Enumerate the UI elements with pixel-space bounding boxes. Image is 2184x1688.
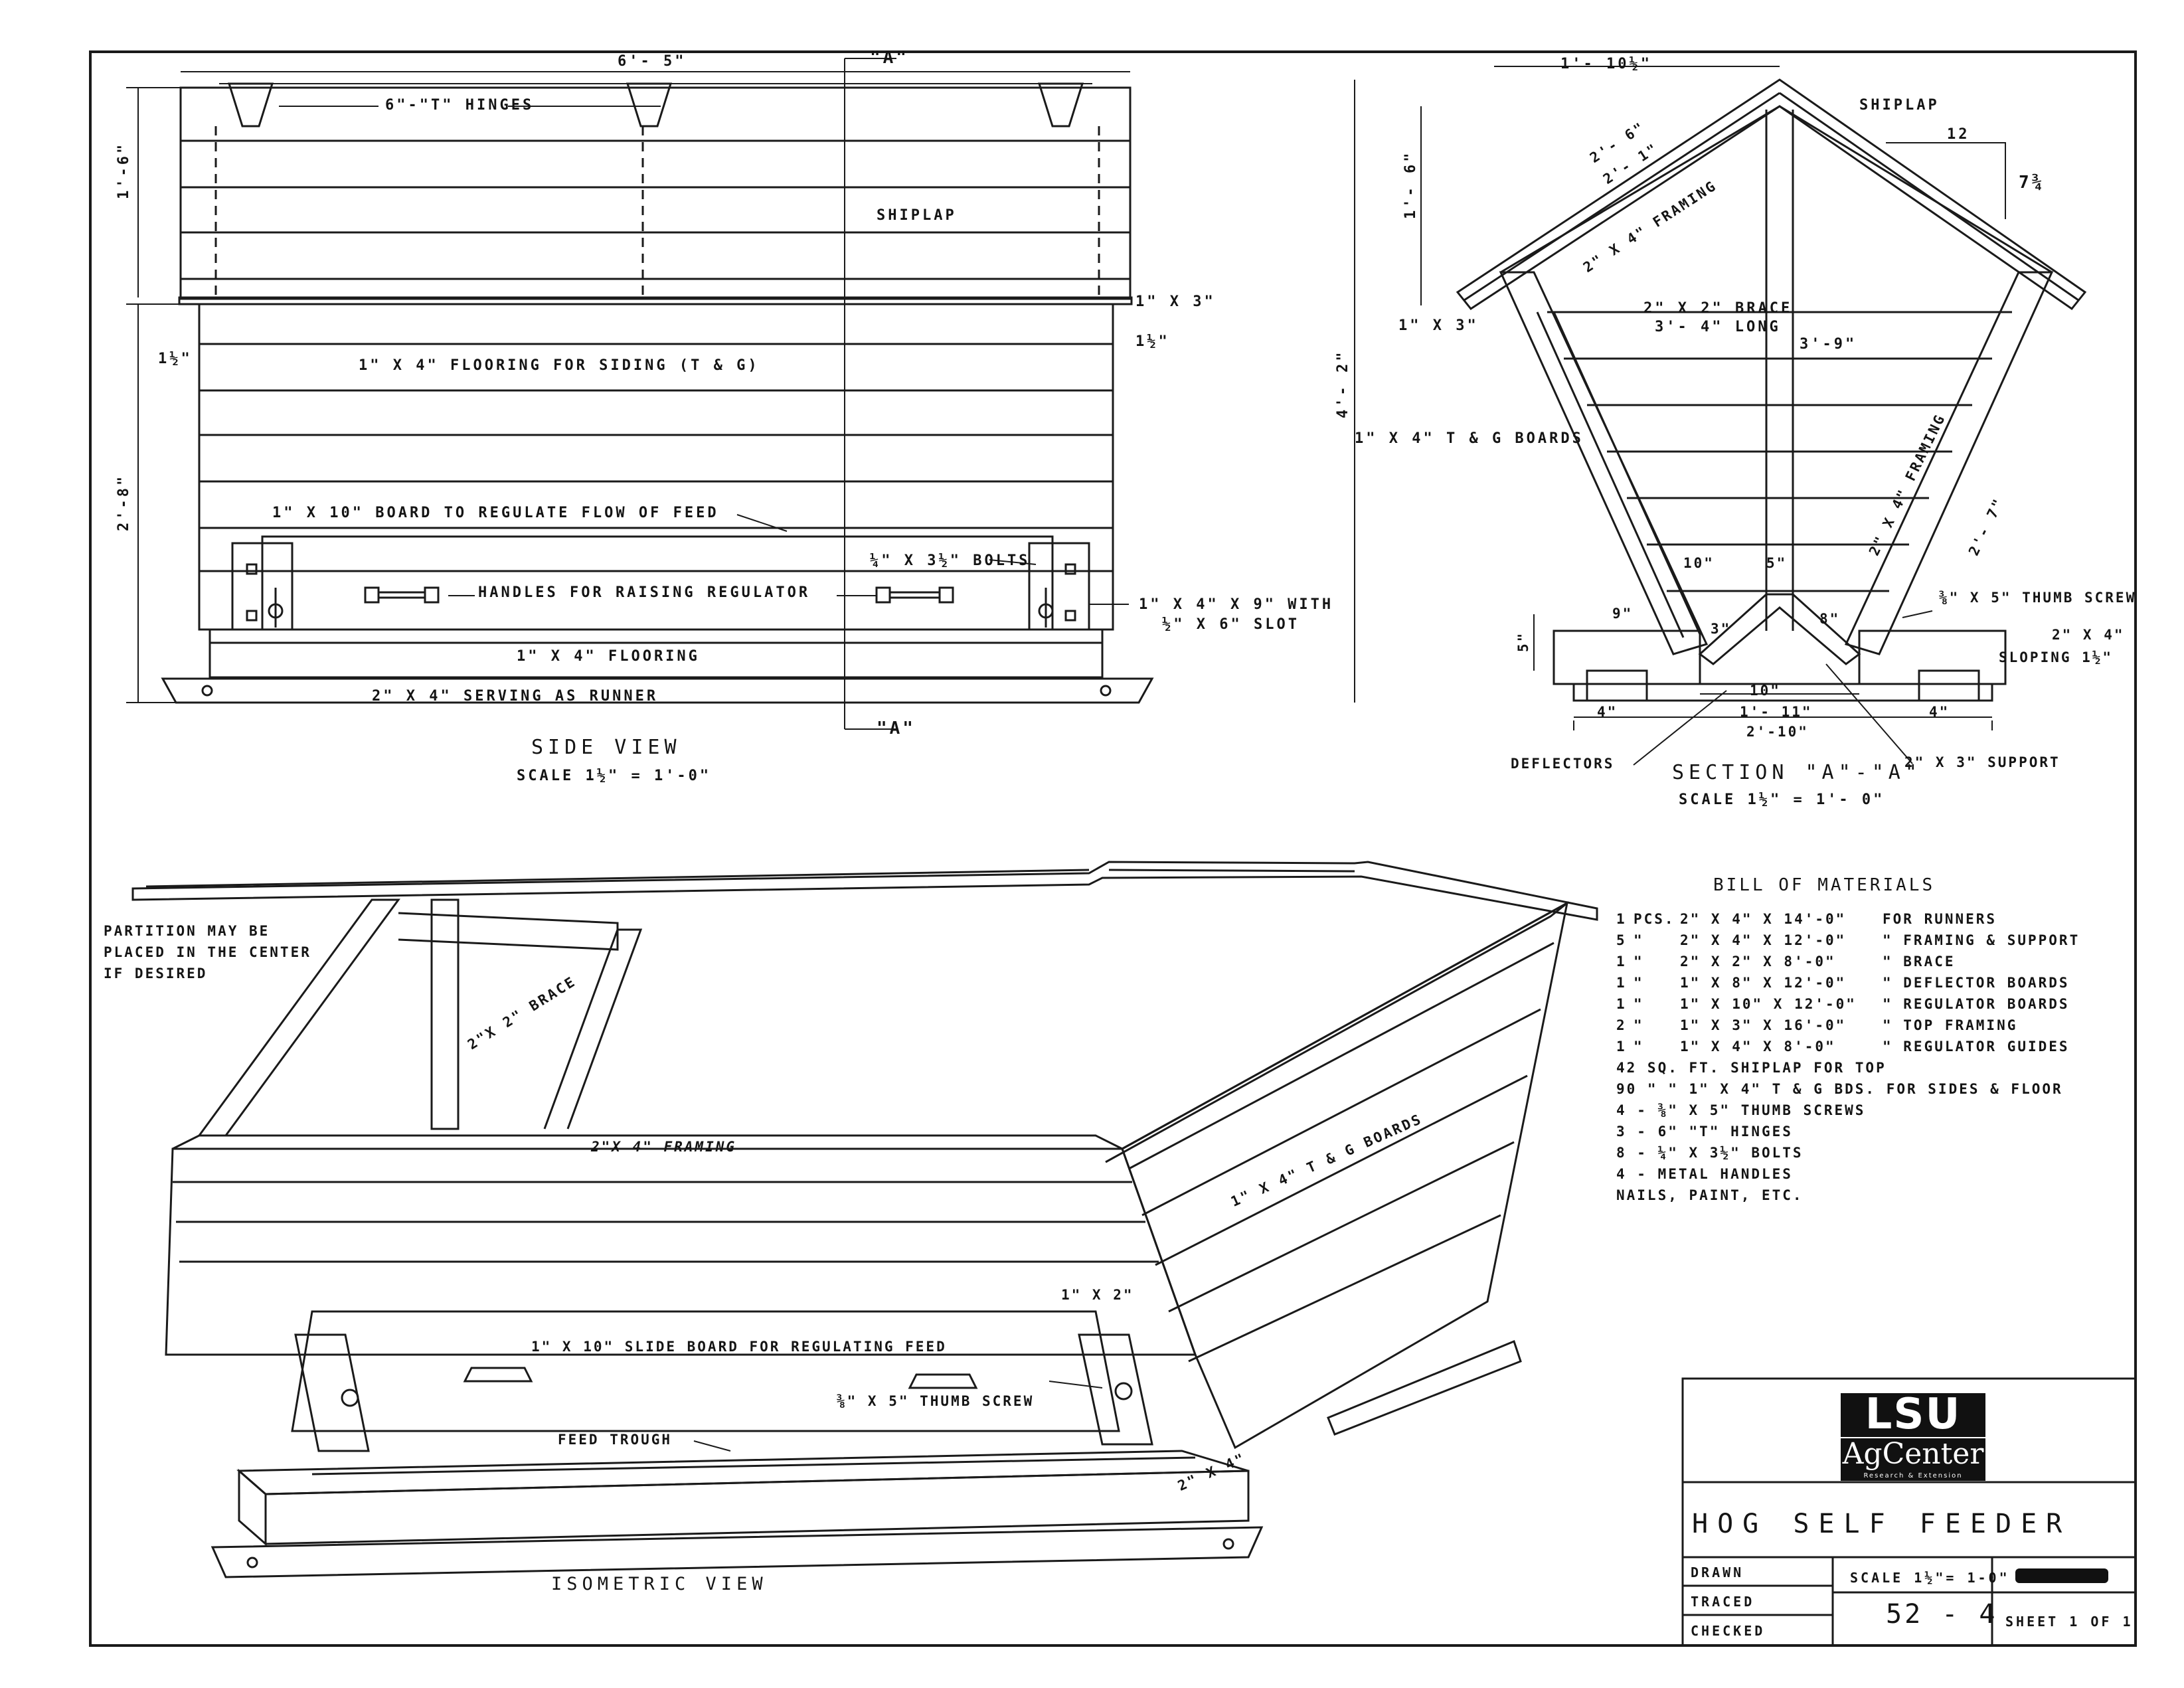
iso-framing-label: 2"X 4" FRAMING <box>591 1139 737 1155</box>
sec-slope-rise: 7¾ <box>2019 173 2045 193</box>
sec-dim-10-bottom: 10" <box>1750 683 1781 699</box>
iso-feed-trough: FEED TROUGH <box>558 1432 673 1448</box>
sec-brace-line1: 2" X 2" BRACE <box>1643 300 1793 317</box>
section-view-scale: SCALE 1½" = 1'- 0" <box>1679 792 1885 808</box>
sec-shiplap-label: SHIPLAP <box>1859 97 1940 114</box>
side-section-mark-bottom: "A" <box>877 718 916 738</box>
drawing-number: 52 - 4 <box>1886 1599 1998 1630</box>
sec-dim-8: 8" <box>1819 611 1841 627</box>
tb-checked: CHECKED <box>1691 1623 1766 1639</box>
sec-dim-5-left: 5" <box>1515 631 1531 652</box>
logo-research: Research & Extension <box>1841 1472 1985 1481</box>
drawing-title: HOG SELF FEEDER <box>1692 1509 2072 1539</box>
sec-dim-3: 3" <box>1711 621 1732 637</box>
bom-row: 2"1" X 3" X 16'-0"" TOP FRAMING <box>1616 1017 2018 1033</box>
side-dim-width: 6'- 5" <box>618 53 687 70</box>
section-view-drawing <box>1354 66 2087 766</box>
bom-extra: 42 SQ. FT. SHIPLAP FOR TOP <box>1616 1060 1887 1076</box>
sec-dim-total-height: 4'- 2" <box>1335 349 1351 418</box>
sec-support: 2" X 3" SUPPORT <box>1904 754 2060 770</box>
side-1x3-label: 1" X 3" <box>1135 294 1216 310</box>
sec-slope-run: 12 <box>1947 126 1970 143</box>
bom-extra: 90 " " 1" X 4" T & G BDS. FOR SIDES & FL… <box>1616 1081 2063 1097</box>
sec-trough-line1: 2" X 4" <box>2052 627 2125 643</box>
side-view-scale: SCALE 1½" = 1'-0" <box>517 768 712 784</box>
sec-1x3-label: 1" X 3" <box>1398 317 1479 334</box>
logo-agcenter: AgCenter <box>1841 1438 1985 1472</box>
bom-extra: 4 - ⅜" X 5" THUMB SCREWS <box>1616 1102 1866 1118</box>
bom-row: 5"2" X 4" X 12'-0"" FRAMING & SUPPORT <box>1616 932 2080 948</box>
sec-dim-9: 9" <box>1612 606 1634 622</box>
isometric-view-drawing <box>131 861 1598 1578</box>
sec-dim-2-10: 2'-10" <box>1746 724 1809 740</box>
bom-row: 1"1" X 8" X 12'-0"" DEFLECTOR BOARDS <box>1616 975 2070 991</box>
side-one-half-right: 1½" <box>1135 333 1170 350</box>
side-dim-lower-height: 2'-8" <box>116 473 132 531</box>
sec-thumb-screw: ⅜" X 5" THUMB SCREW <box>1939 590 2137 606</box>
logo-lsu: LSU <box>1841 1393 1985 1437</box>
sec-dim-top: 1'- 10½" <box>1560 56 1652 72</box>
bom-title: BILL OF MATERIALS <box>1713 875 1936 895</box>
side-siding-label: 1" X 4" FLOORING FOR SIDING (T & G) <box>359 357 760 374</box>
side-slot-line2: ½" X 6" SLOT <box>1162 616 1300 633</box>
sec-brace-line2: 3'- 4" LONG <box>1655 319 1781 335</box>
bom-row: 1"1" X 4" X 8'-0"" REGULATOR GUIDES <box>1616 1039 2070 1055</box>
iso-view-title: ISOMETRIC VIEW <box>551 1574 768 1594</box>
sec-dim-5: 5" <box>1766 555 1788 571</box>
bom-extra: 3 - 6" "T" HINGES <box>1616 1124 1793 1139</box>
redacted-mark <box>2015 1568 2108 1583</box>
bom-row: 1"1" X 10" X 12'-0"" REGULATOR BOARDS <box>1616 996 2070 1012</box>
iso-slide-board-label: 1" X 10" SLIDE BOARD FOR REGULATING FEED <box>531 1339 947 1355</box>
side-handles-label: HANDLES FOR RAISING REGULATOR <box>478 584 811 601</box>
iso-partition-line1: PARTITION MAY BE <box>104 923 270 939</box>
bom-row: 1"2" X 2" X 8'-0"" BRACE <box>1616 954 1956 970</box>
side-shiplap-label: SHIPLAP <box>877 207 957 224</box>
side-section-mark-top: "A" <box>870 48 909 68</box>
sec-dim-4-left: 4" <box>1597 704 1618 720</box>
tb-drawn: DRAWN <box>1691 1564 1744 1580</box>
side-flooring-label: 1" X 4" FLOORING <box>517 648 700 665</box>
lsu-agcenter-logo: LSU AgCenter Research & Extension <box>1841 1393 1985 1481</box>
tb-scale: SCALE 1½"= 1-0" <box>1850 1570 2010 1586</box>
section-view-title: SECTION "A"-"A" <box>1672 761 1922 784</box>
tb-sheet: SHEET 1 OF 1 <box>2005 1614 2134 1630</box>
iso-thumb-screw: ⅜" X 5" THUMB SCREW <box>837 1393 1035 1409</box>
bom-extra: 4 - METAL HANDLES <box>1616 1166 1793 1182</box>
sec-dim-inner-height: 3'-9" <box>1800 336 1857 353</box>
side-view-title: SIDE VIEW <box>531 736 681 759</box>
iso-partition-line2: PLACED IN THE CENTER <box>104 944 311 960</box>
tb-traced: TRACED <box>1691 1594 1755 1610</box>
bom-extra: 8 - ¼" X 3½" BOLTS <box>1616 1145 1804 1161</box>
side-slot-line1: 1" X 4" X 9" WITH <box>1139 596 1334 613</box>
sec-tg-boards: 1" X 4" T & G BOARDS <box>1355 430 1584 447</box>
side-dim-top-height: 1'-6" <box>116 141 132 199</box>
iso-partition-line3: IF DESIRED <box>104 966 208 981</box>
side-hinges-label: 6"-"T" HINGES <box>385 97 535 114</box>
sec-dim-1-11: 1'- 11" <box>1740 704 1813 720</box>
title-block-frame <box>1681 1377 2137 1647</box>
iso-1x2-label: 1" X 2" <box>1061 1287 1134 1303</box>
sec-dim-10: 10" <box>1683 555 1715 571</box>
sheet-border <box>89 50 2137 1647</box>
bom-extra: NAILS, PAINT, ETC. <box>1616 1187 1804 1203</box>
sec-dim-4-right: 4" <box>1929 704 1950 720</box>
sec-deflectors: DEFLECTORS <box>1511 756 1615 772</box>
side-one-half-left: 1½" <box>158 351 193 367</box>
side-regulator-label: 1" X 10" BOARD TO REGULATE FLOW OF FEED <box>272 505 719 521</box>
side-runner-label: 2" X 4" SERVING AS RUNNER <box>372 688 659 705</box>
side-view-drawing <box>126 58 1154 730</box>
sec-dim-roof-height: 1'- 6" <box>1402 150 1419 219</box>
sec-trough-line2: SLOPING 1½" <box>1999 649 2114 665</box>
side-bolts-label: ¼" X 3½" BOLTS <box>870 552 1031 569</box>
